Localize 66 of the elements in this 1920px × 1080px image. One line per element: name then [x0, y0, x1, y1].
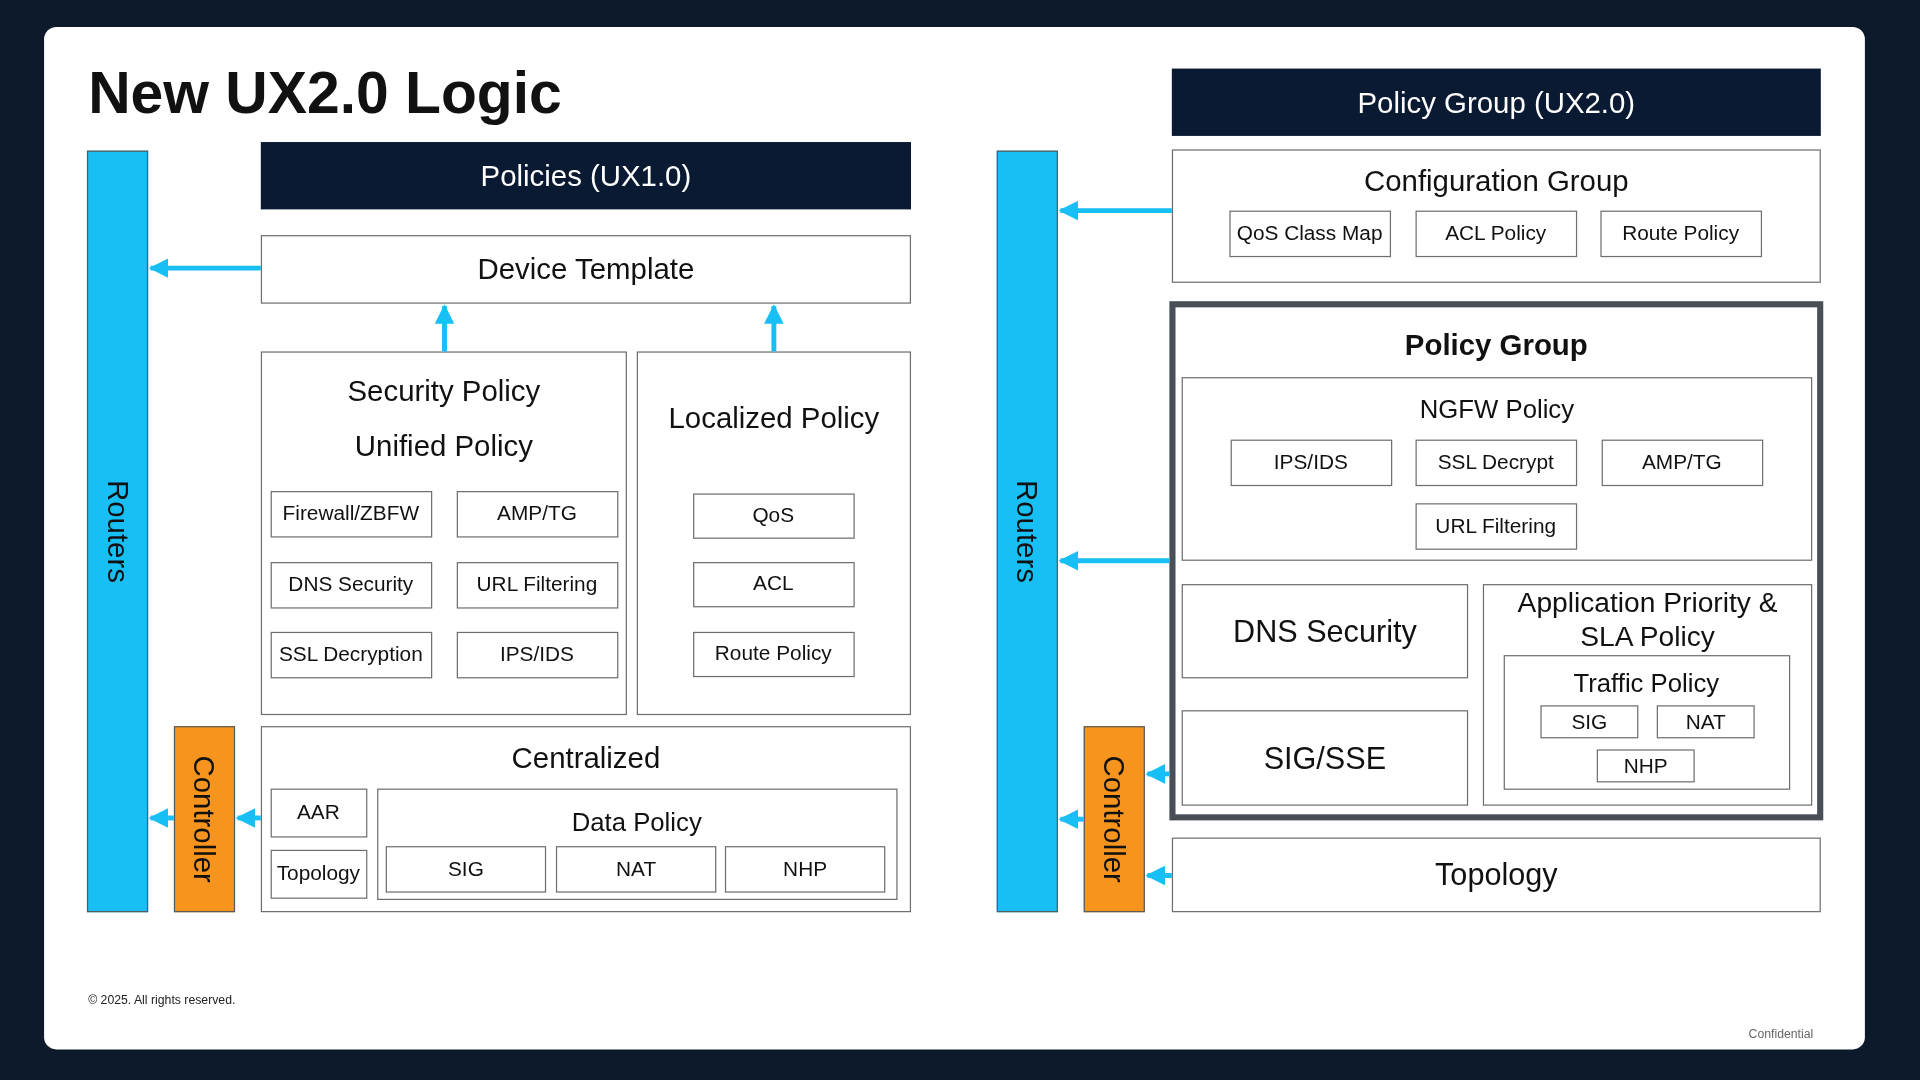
- vertical-bar: Controller: [173, 726, 236, 913]
- policy-box: NHP: [724, 846, 886, 893]
- arrow: [235, 808, 261, 828]
- policy-box: DNS Security: [1181, 584, 1469, 679]
- group-box: [260, 726, 911, 913]
- group-box: [1181, 377, 1813, 561]
- group-title: NGFW Policy: [1418, 393, 1576, 425]
- vertical-bar: Controller: [1083, 726, 1145, 913]
- arrow: [434, 304, 455, 352]
- policy-box: Topology: [1171, 837, 1821, 913]
- policy-box: IPS/IDS: [1230, 439, 1392, 486]
- policy-box: SIG/SSE: [1181, 710, 1469, 806]
- policy-box: URL Filtering: [456, 561, 618, 608]
- policy-box: QoS Class Map: [1228, 210, 1391, 257]
- group-title: Data Policy: [570, 805, 703, 837]
- policy-box: SSL Decrypt: [1414, 439, 1577, 486]
- group-title: Policy Group: [1403, 327, 1589, 363]
- arrow: [148, 808, 174, 828]
- policy-box: IPS/IDS: [456, 631, 618, 678]
- policy-box: NAT: [555, 846, 717, 893]
- group-title: Unified Policy: [353, 429, 534, 465]
- group-box: [260, 351, 627, 716]
- confidentiality-note: Confidential: [1748, 1027, 1814, 1041]
- group-title: Security Policy: [346, 374, 542, 410]
- policy-box: SIG: [385, 846, 547, 893]
- arrow: [1145, 865, 1172, 886]
- policy-box: Route Policy: [1599, 210, 1762, 257]
- arrow: [148, 258, 261, 278]
- group-box: [636, 351, 911, 716]
- group-box: [1503, 654, 1790, 790]
- policy-box: DNS Security: [270, 561, 432, 608]
- group-box: [1169, 301, 1824, 821]
- policy-box: Firewall/ZBFW: [270, 490, 432, 537]
- group-box: [1171, 149, 1821, 283]
- vertical-bar: Routers: [86, 150, 149, 913]
- group-title: Configuration Group: [1363, 163, 1630, 199]
- policy-box: AMP/TG: [456, 490, 618, 537]
- policy-box: SIG: [1540, 705, 1639, 739]
- arrow: [764, 304, 784, 352]
- policy-box: Route Policy: [692, 631, 855, 677]
- policy-box: Device Template: [260, 235, 911, 304]
- policy-box: AMP/TG: [1601, 439, 1763, 486]
- arrow: [1058, 809, 1084, 829]
- policy-box: ACL: [692, 561, 855, 607]
- group-title: Centralized: [510, 741, 662, 777]
- group-box: [1482, 584, 1813, 806]
- policy-box: ACL Policy: [1414, 210, 1577, 257]
- group-title: Localized Policy: [667, 401, 881, 437]
- arrow: [1058, 200, 1172, 221]
- arrow: [1145, 764, 1170, 784]
- policy-box: SSL Decryption: [270, 631, 432, 678]
- header-band: Policy Group (UX2.0): [1171, 68, 1821, 136]
- copyright-note: © 2025. All rights reserved.: [88, 993, 236, 1007]
- policy-box: URL Filtering: [1414, 502, 1577, 550]
- header-band: Policies (UX1.0): [260, 142, 911, 210]
- policy-box: NHP: [1596, 749, 1695, 783]
- group-title: Traffic Policy: [1572, 667, 1721, 699]
- policy-box: AAR: [270, 787, 367, 837]
- group-title: Application Priority & SLA Policy: [1516, 585, 1779, 654]
- policy-box: NAT: [1656, 705, 1755, 739]
- arrow: [1058, 551, 1170, 571]
- policy-box: Topology: [270, 849, 367, 899]
- group-box: [376, 787, 897, 900]
- slide-title: New UX2.0 Logic: [88, 59, 562, 127]
- policy-box: QoS: [692, 492, 855, 539]
- vertical-bar: Routers: [996, 150, 1058, 913]
